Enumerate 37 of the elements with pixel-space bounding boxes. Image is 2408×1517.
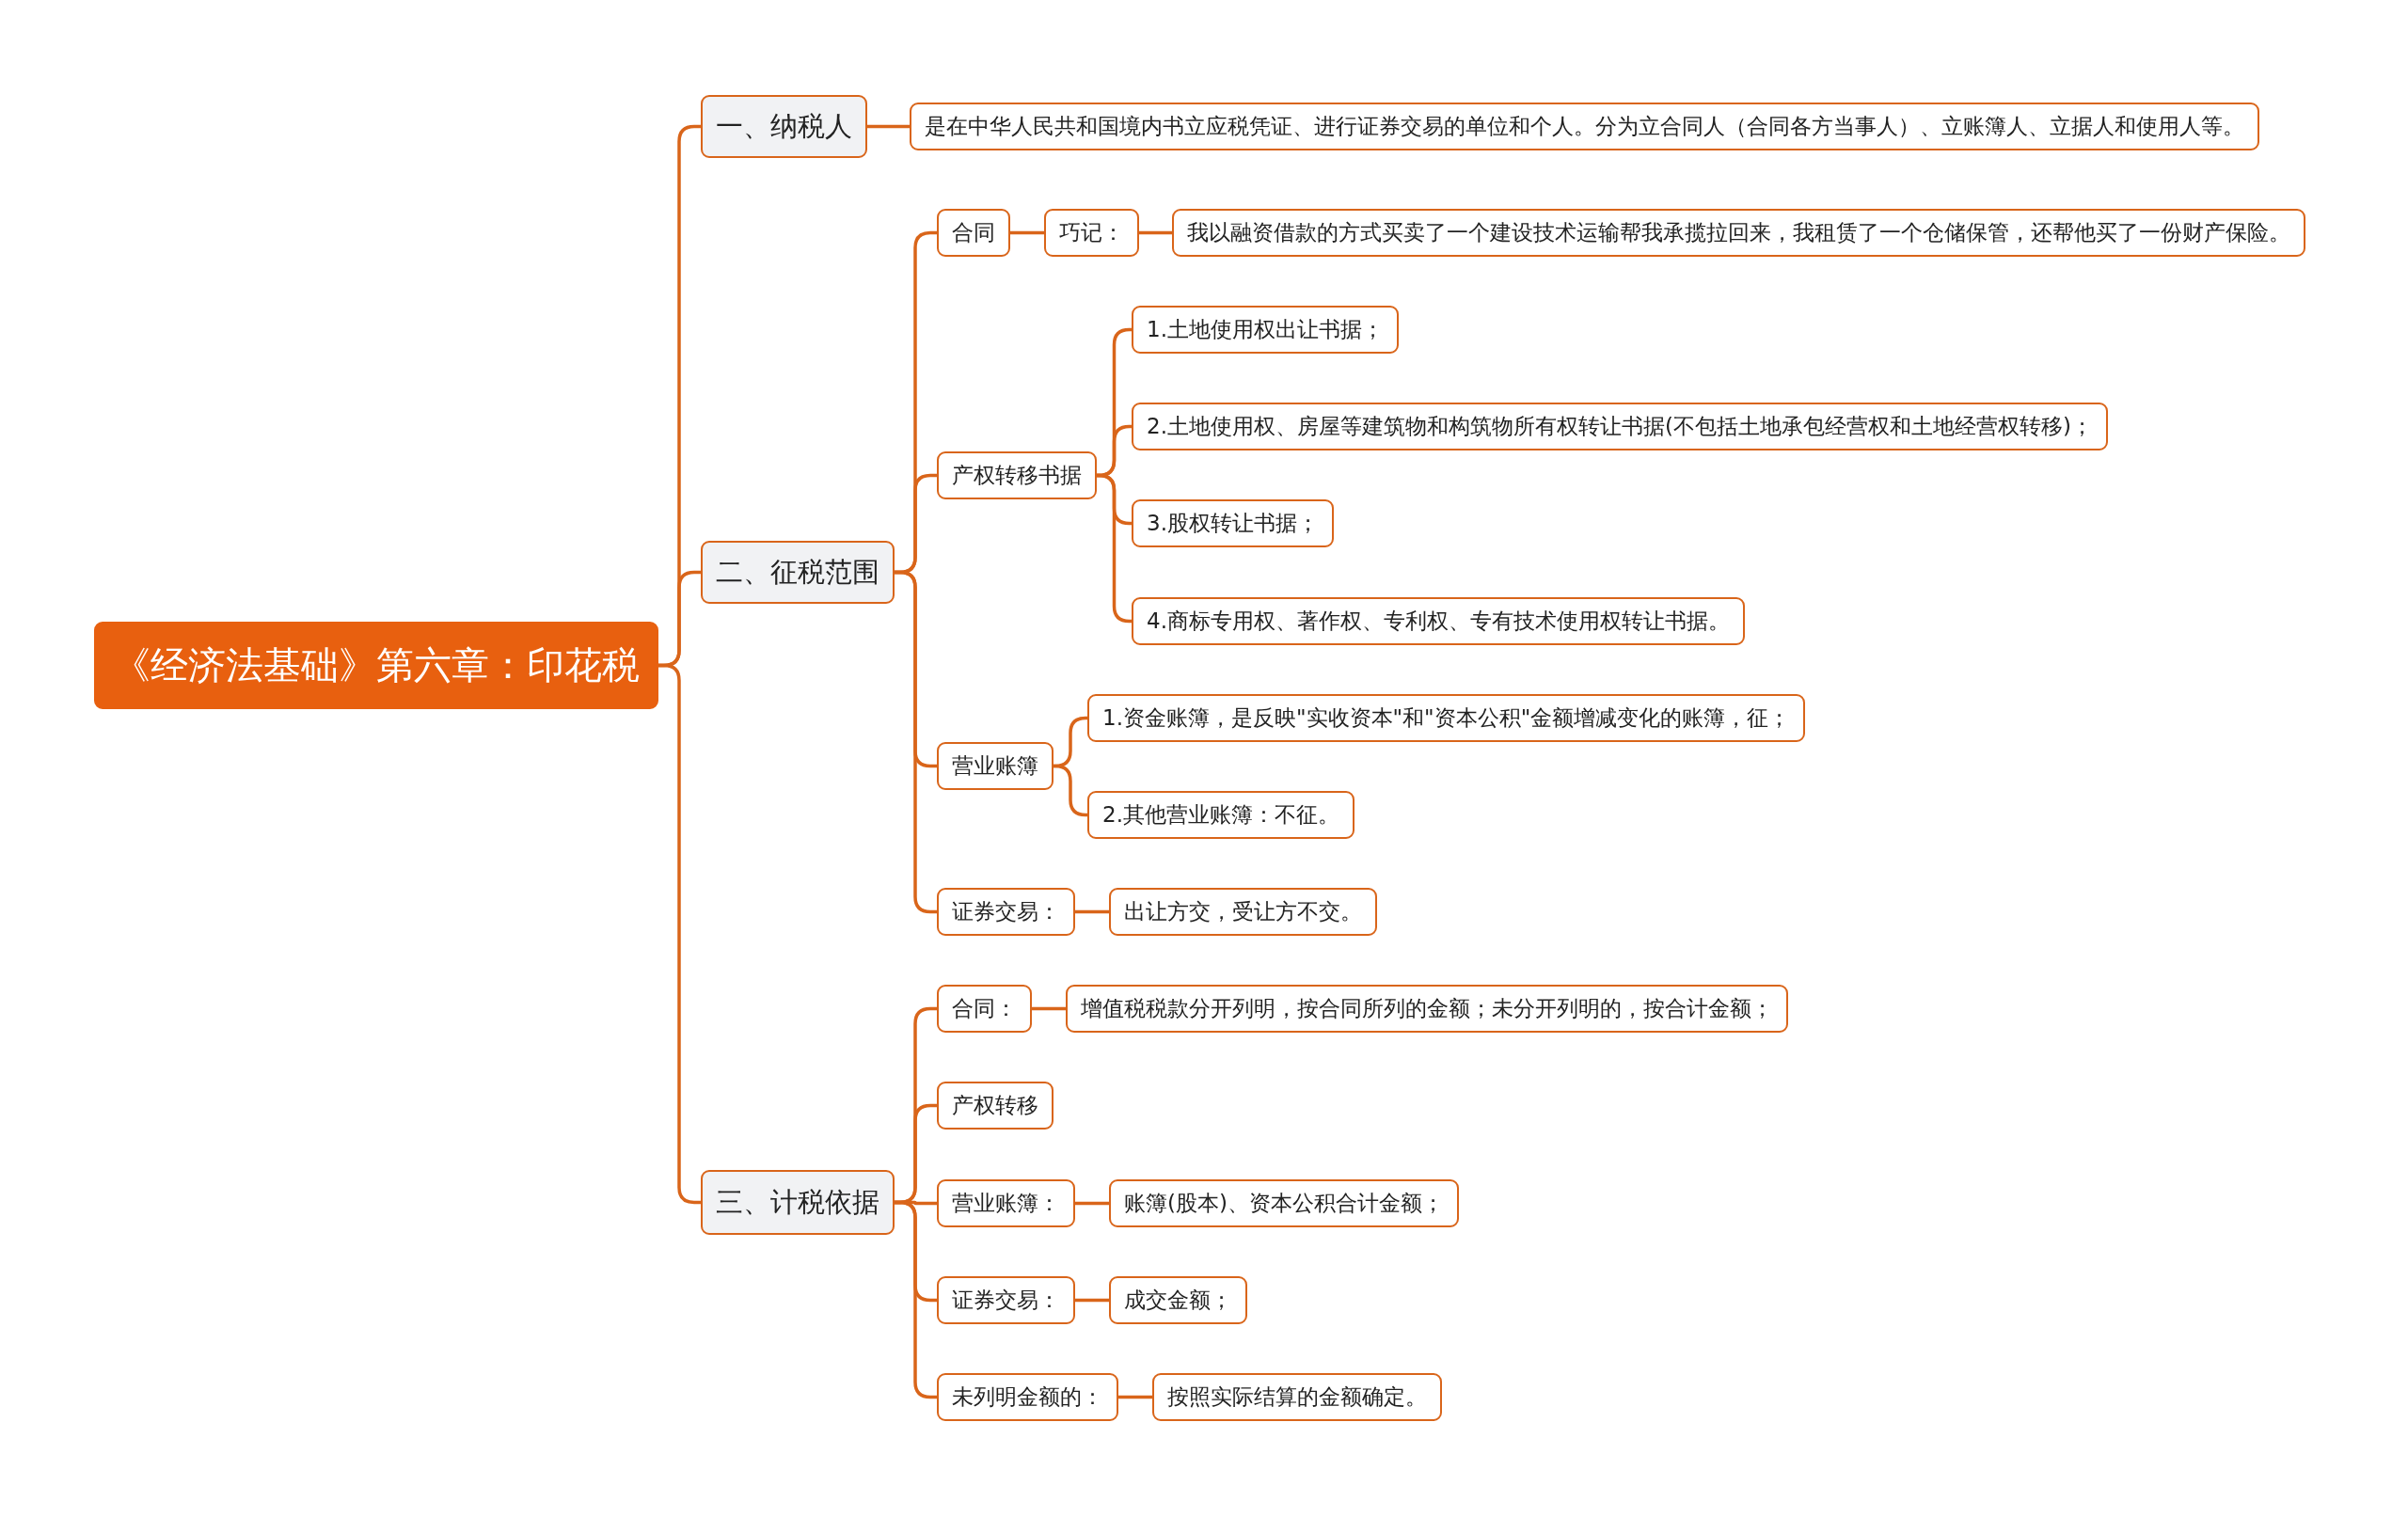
connector-line — [1139, 230, 1172, 235]
leaf-box: 账簿(股本)、资本公积合计金额； — [1109, 1179, 1459, 1227]
leaf-box: 2.其他营业账簿：不征。 — [1087, 791, 1354, 839]
leaf-box: 合同 — [937, 209, 1010, 257]
leaf-box: 是在中华人民共和国境内书立应税凭证、进行证券交易的单位和个人。分为立合同人（合同各方当事人）、立账簿人、立据人和使用人等。 — [910, 103, 2259, 150]
connector-line — [867, 124, 910, 129]
leaf-box: 证券交易： — [937, 1276, 1075, 1324]
leaf-box: 我以融资借款的方式买卖了一个建设技术运输帮我承揽拉回来，我租赁了一个仓储保管，还帮他买了一份财产保险。 — [1172, 209, 2305, 257]
connector-line — [895, 1200, 937, 1399]
connector-line — [1075, 1298, 1109, 1303]
branch-box: 三、计税依据 — [701, 1170, 895, 1235]
leaf-box: 产权转移书据 — [937, 451, 1097, 499]
leaf-box: 营业账簿： — [937, 1179, 1075, 1227]
leaf-box: 巧记： — [1044, 209, 1139, 257]
leaf-box: 证券交易： — [937, 888, 1075, 936]
leaf-box: 出让方交，受让方不交。 — [1109, 888, 1377, 936]
leaf-box: 成交金额； — [1109, 1276, 1247, 1324]
leaf-box: 按照实际结算的金额确定。 — [1152, 1373, 1442, 1421]
leaf-box: 4.商标专用权、著作权、专利权、专有技术使用权转让书据。 — [1132, 597, 1745, 645]
leaf-box: 2.土地使用权、房屋等建筑物和构筑物所有权转让书据(不包括土地承包经营权和土地经营权转移)； — [1132, 403, 2108, 450]
leaf-box: 增值税税款分开列明，按合同所列的金额；未分开列明的，按合计金额； — [1066, 985, 1788, 1033]
connector-line — [1118, 1395, 1152, 1399]
leaf-box: 未列明金额的： — [937, 1373, 1118, 1421]
connector-line — [1010, 230, 1044, 235]
branch-box: 一、纳税人 — [701, 95, 867, 158]
leaf-box: 1.土地使用权出让书据； — [1132, 306, 1399, 354]
topic-box: 《经济法基础》第六章：印花税 — [94, 622, 658, 709]
connector-line — [1032, 1006, 1066, 1011]
leaf-box: 3.股权转让书据； — [1132, 499, 1334, 547]
connector-line — [1053, 764, 1088, 817]
branch-box: 二、征税范围 — [701, 541, 895, 604]
connector-line — [1075, 909, 1109, 914]
connector-line — [1075, 1201, 1109, 1206]
leaf-box: 合同： — [937, 985, 1032, 1033]
leaf-box: 1.资金账簿，是反映"实收资本"和"资本公积"金额增减变化的账簿，征； — [1087, 694, 1806, 742]
leaf-box: 产权转移 — [937, 1082, 1054, 1130]
leaf-box: 营业账簿 — [937, 742, 1054, 790]
